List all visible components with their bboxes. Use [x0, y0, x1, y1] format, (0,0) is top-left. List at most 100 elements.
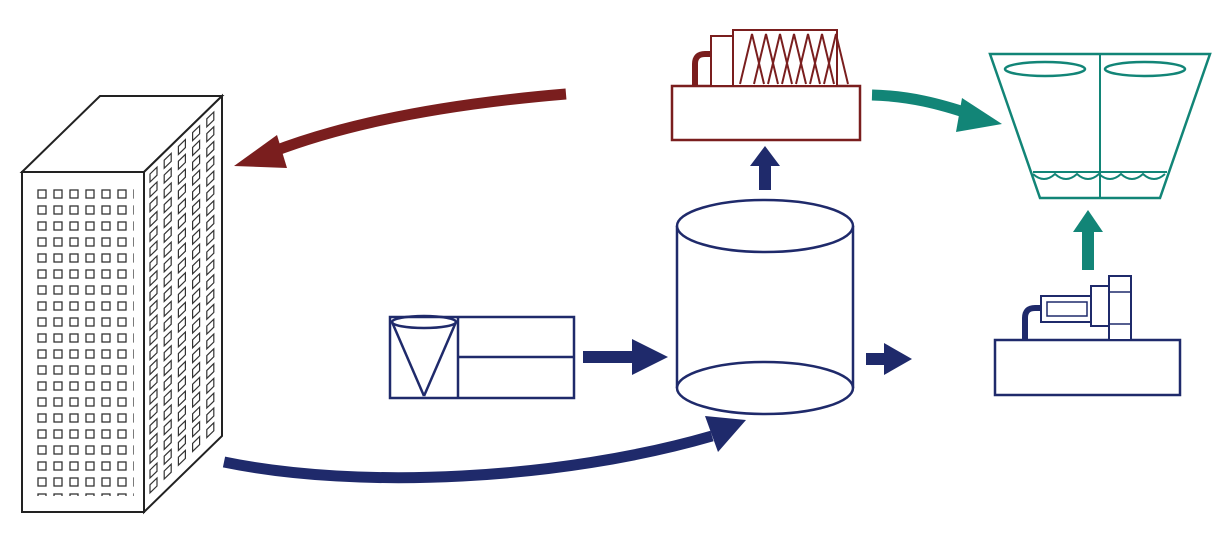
building-window — [177, 256, 186, 275]
building-window — [149, 284, 158, 302]
building-window — [163, 255, 172, 274]
building-window — [149, 358, 158, 376]
building-window — [163, 403, 172, 422]
building-window — [163, 240, 172, 259]
coil-segment — [781, 33, 807, 85]
building-window — [206, 273, 215, 292]
coil-segment — [823, 33, 849, 85]
building-window — [149, 239, 158, 258]
building-window — [177, 300, 186, 319]
building-window — [177, 315, 186, 334]
building-window — [149, 210, 158, 228]
compressor-unit-icon — [993, 275, 1182, 397]
building-window — [192, 242, 201, 261]
flow-arrow-building-to-tank — [222, 416, 746, 484]
building-window — [177, 226, 186, 245]
building-window — [177, 448, 186, 467]
flow-arrow-tank-to-heat-exchanger — [750, 146, 780, 190]
building-window — [177, 212, 186, 230]
building-front-windows — [34, 186, 134, 496]
building-window — [163, 329, 172, 348]
building-window — [149, 313, 158, 332]
building-window — [206, 302, 215, 321]
building-window — [163, 151, 172, 170]
coil-segment — [739, 33, 765, 85]
flow-arrow-heat-exchanger-to-building — [234, 88, 567, 168]
building-window — [192, 331, 201, 350]
building-side-windows — [149, 110, 215, 495]
flow-arrow-tank-to-compressor — [866, 343, 912, 375]
coil-segment — [795, 33, 821, 85]
building-window — [192, 316, 201, 335]
building-window — [163, 447, 172, 466]
storage-tank-icon — [675, 198, 855, 416]
pump-icon — [388, 314, 576, 400]
building-window — [192, 124, 201, 143]
building-window — [206, 214, 215, 232]
building-window — [177, 404, 186, 423]
building-window — [192, 287, 201, 305]
building-window — [163, 225, 172, 244]
building-window — [177, 241, 186, 260]
cooling-tower-icon — [988, 52, 1212, 200]
heat-exchanger-coils — [739, 33, 849, 85]
building-window — [192, 227, 201, 246]
building-window — [192, 346, 201, 365]
heat-exchanger-icon — [670, 29, 862, 142]
coil-segment — [809, 33, 835, 85]
building-window — [192, 405, 201, 424]
building-window — [192, 168, 201, 187]
building-window — [149, 417, 158, 436]
building-window — [206, 421, 215, 440]
building-window — [177, 434, 186, 452]
building-window — [163, 196, 172, 215]
building-window — [177, 360, 186, 378]
building-window — [149, 254, 158, 273]
building-window — [206, 199, 215, 218]
building-window — [149, 298, 158, 317]
building-window — [206, 288, 215, 306]
building-window — [177, 374, 186, 393]
building-window — [192, 361, 201, 379]
building-window — [206, 391, 215, 410]
building-window — [177, 345, 186, 364]
building-window — [192, 301, 201, 320]
building-window — [149, 328, 158, 347]
building-window — [177, 167, 186, 186]
building-window — [192, 390, 201, 409]
building-window — [206, 406, 215, 425]
building-window — [177, 389, 186, 408]
building-window — [206, 347, 215, 366]
building-window — [163, 418, 172, 437]
building-window — [149, 165, 158, 184]
building-window — [177, 271, 186, 290]
building-window — [163, 314, 172, 333]
building-window — [206, 110, 215, 129]
building-window — [163, 344, 172, 363]
building-window — [163, 373, 172, 392]
building-window — [163, 211, 172, 229]
building-window — [192, 198, 201, 217]
building-window — [177, 182, 186, 201]
flow-arrow-heat-exchanger-to-cooling-tower — [871, 89, 1002, 132]
building-window — [206, 243, 215, 262]
building-window — [206, 332, 215, 351]
building-window — [192, 435, 201, 453]
building-window — [163, 299, 172, 318]
building-window — [206, 140, 215, 158]
coil-segment — [767, 33, 793, 85]
building-window — [177, 419, 186, 438]
building-window — [192, 213, 201, 231]
building-window — [177, 197, 186, 216]
building-window — [149, 461, 158, 480]
building-window — [177, 330, 186, 349]
building-window — [206, 125, 215, 144]
fan-right-icon — [1103, 60, 1187, 78]
building-window — [149, 269, 158, 288]
building-window — [192, 375, 201, 394]
building-window — [177, 152, 186, 171]
building-window — [163, 462, 172, 481]
building-window — [149, 195, 158, 214]
building-window — [192, 257, 201, 276]
building-window — [192, 420, 201, 439]
